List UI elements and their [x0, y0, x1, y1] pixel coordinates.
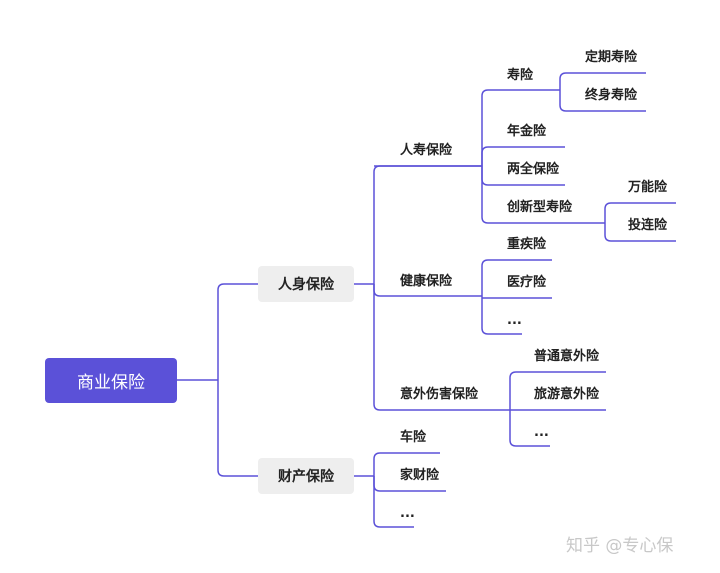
- accident-connector-branch-2: [509, 410, 550, 447]
- node-personal-insurance: 人身保险: [258, 266, 354, 302]
- node-health-more: ...: [507, 313, 522, 328]
- innovative-connector-branch-0: [604, 202, 676, 223]
- property-connector-branch-2: [373, 476, 414, 528]
- health-connector-branch-0: [481, 259, 552, 296]
- node-travel-accident: 旅游意外险: [534, 387, 600, 402]
- watermark: 知乎 @专心保: [566, 536, 674, 556]
- innovative-connector-branch-1: [604, 223, 676, 242]
- node-accident-insurance: 意外伤害保险: [400, 387, 479, 402]
- node-term-life-fixed: 定期寿险: [585, 50, 638, 65]
- node-innovative-life: 创新型寿险: [507, 200, 573, 215]
- node-endowment: 两全保险: [507, 162, 560, 177]
- node-health-insurance: 健康保险: [400, 274, 453, 289]
- node-auto: 车险: [400, 430, 427, 445]
- termlife-connector-branch-1: [559, 90, 646, 112]
- node-general-accident: 普通意外险: [534, 349, 600, 364]
- root-node: 商业保险: [45, 358, 177, 403]
- termlife-connector-branch-0: [559, 72, 646, 90]
- node-property-more: ...: [400, 506, 415, 521]
- node-property-insurance: 财产保险: [258, 458, 354, 494]
- node-life-insurance: 人寿保险: [400, 143, 453, 158]
- node-critical-illness: 重疾险: [507, 237, 547, 252]
- node-medical: 医疗险: [507, 275, 547, 290]
- node-annuity: 年金险: [507, 124, 547, 139]
- root-connector-branch-0: [217, 283, 258, 380]
- personal-connector-branch-0: [373, 165, 482, 284]
- node-universal-life: 万能险: [628, 180, 668, 195]
- personal-connector-branch-2: [373, 284, 510, 411]
- life-connector-branch-1: [481, 146, 565, 166]
- node-accident-more: ...: [534, 425, 549, 440]
- root-connector-branch-1: [217, 380, 258, 477]
- health-connector-branch-2: [481, 296, 522, 335]
- node-term-life: 寿险: [507, 68, 534, 83]
- life-connector-branch-3: [481, 166, 605, 224]
- accident-connector-branch-0: [509, 371, 606, 410]
- property-connector-branch-0: [373, 452, 440, 476]
- node-unit-linked: 投连险: [628, 218, 668, 233]
- life-connector-branch-0: [481, 89, 560, 166]
- node-whole-life: 终身寿险: [585, 88, 638, 103]
- node-home-property: 家财险: [400, 468, 440, 483]
